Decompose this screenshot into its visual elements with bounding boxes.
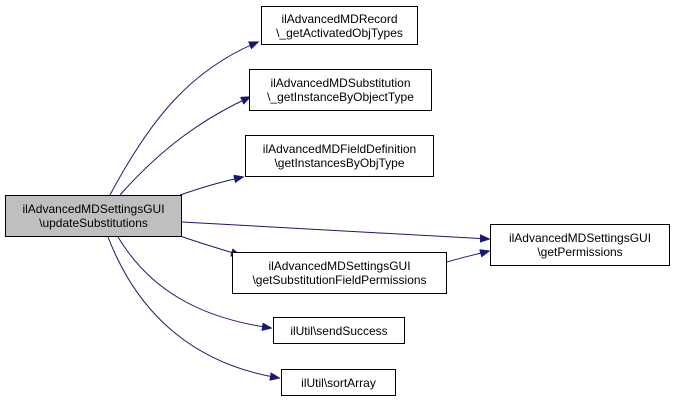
node-label-line1: ilAdvancedMDSettingsGUI bbox=[22, 202, 165, 216]
node-sort-array[interactable]: ilUtil\sortArray bbox=[281, 369, 396, 396]
node-label-line2: \_getInstanceByObjectType bbox=[267, 90, 414, 104]
edge-to-record bbox=[109, 42, 258, 196]
edge-to-sortarray bbox=[107, 236, 279, 378]
node-label-line2: \updateSubstitutions bbox=[39, 216, 148, 230]
node-send-success[interactable]: ilUtil\sendSuccess bbox=[273, 317, 405, 344]
node-label-line2: \getInstancesByObjType bbox=[274, 156, 405, 170]
node-get-activated-obj-types[interactable]: ilAdvancedMDRecord \_getActivatedObjType… bbox=[261, 6, 418, 45]
edge-to-subfieldperm bbox=[179, 235, 240, 255]
edge-to-sendsuccess bbox=[117, 236, 271, 328]
edge-to-fielddef bbox=[179, 177, 243, 196]
node-label-line1: ilAdvancedMDRecord bbox=[281, 11, 398, 26]
node-label-line1: ilAdvancedMDSubstitution bbox=[270, 76, 411, 90]
node-label-line2: \getSubstitutionFieldPermissions bbox=[252, 273, 427, 287]
node-label-line1: ilAdvancedMDSettingsGUI bbox=[268, 259, 411, 273]
node-get-instances-by-obj-type[interactable]: ilAdvancedMDFieldDefinition \getInstance… bbox=[245, 135, 434, 177]
edge-subfieldperm-to-getperm bbox=[446, 251, 489, 263]
node-get-substitution-field-permissions[interactable]: ilAdvancedMDSettingsGUI \getSubstitution… bbox=[232, 252, 447, 294]
edge-to-substitution bbox=[119, 97, 250, 196]
node-label-line1: ilAdvancedMDFieldDefinition bbox=[262, 142, 417, 156]
node-update-substitutions[interactable]: ilAdvancedMDSettingsGUI \updateSubstitut… bbox=[5, 195, 182, 237]
node-label-line2: \getPermissions bbox=[537, 245, 623, 259]
node-label-line1: ilAdvancedMDSettingsGUI bbox=[508, 231, 652, 245]
node-get-instance-by-object-type[interactable]: ilAdvancedMDSubstitution \_getInstanceBy… bbox=[249, 69, 432, 111]
edge-to-getperm bbox=[181, 221, 489, 239]
node-label-line2: \_getActivatedObjTypes bbox=[276, 25, 403, 40]
node-get-permissions[interactable]: ilAdvancedMDSettingsGUI \getPermissions bbox=[490, 224, 670, 266]
node-label: ilUtil\sendSuccess bbox=[290, 323, 388, 338]
node-label: ilUtil\sortArray bbox=[301, 375, 376, 390]
